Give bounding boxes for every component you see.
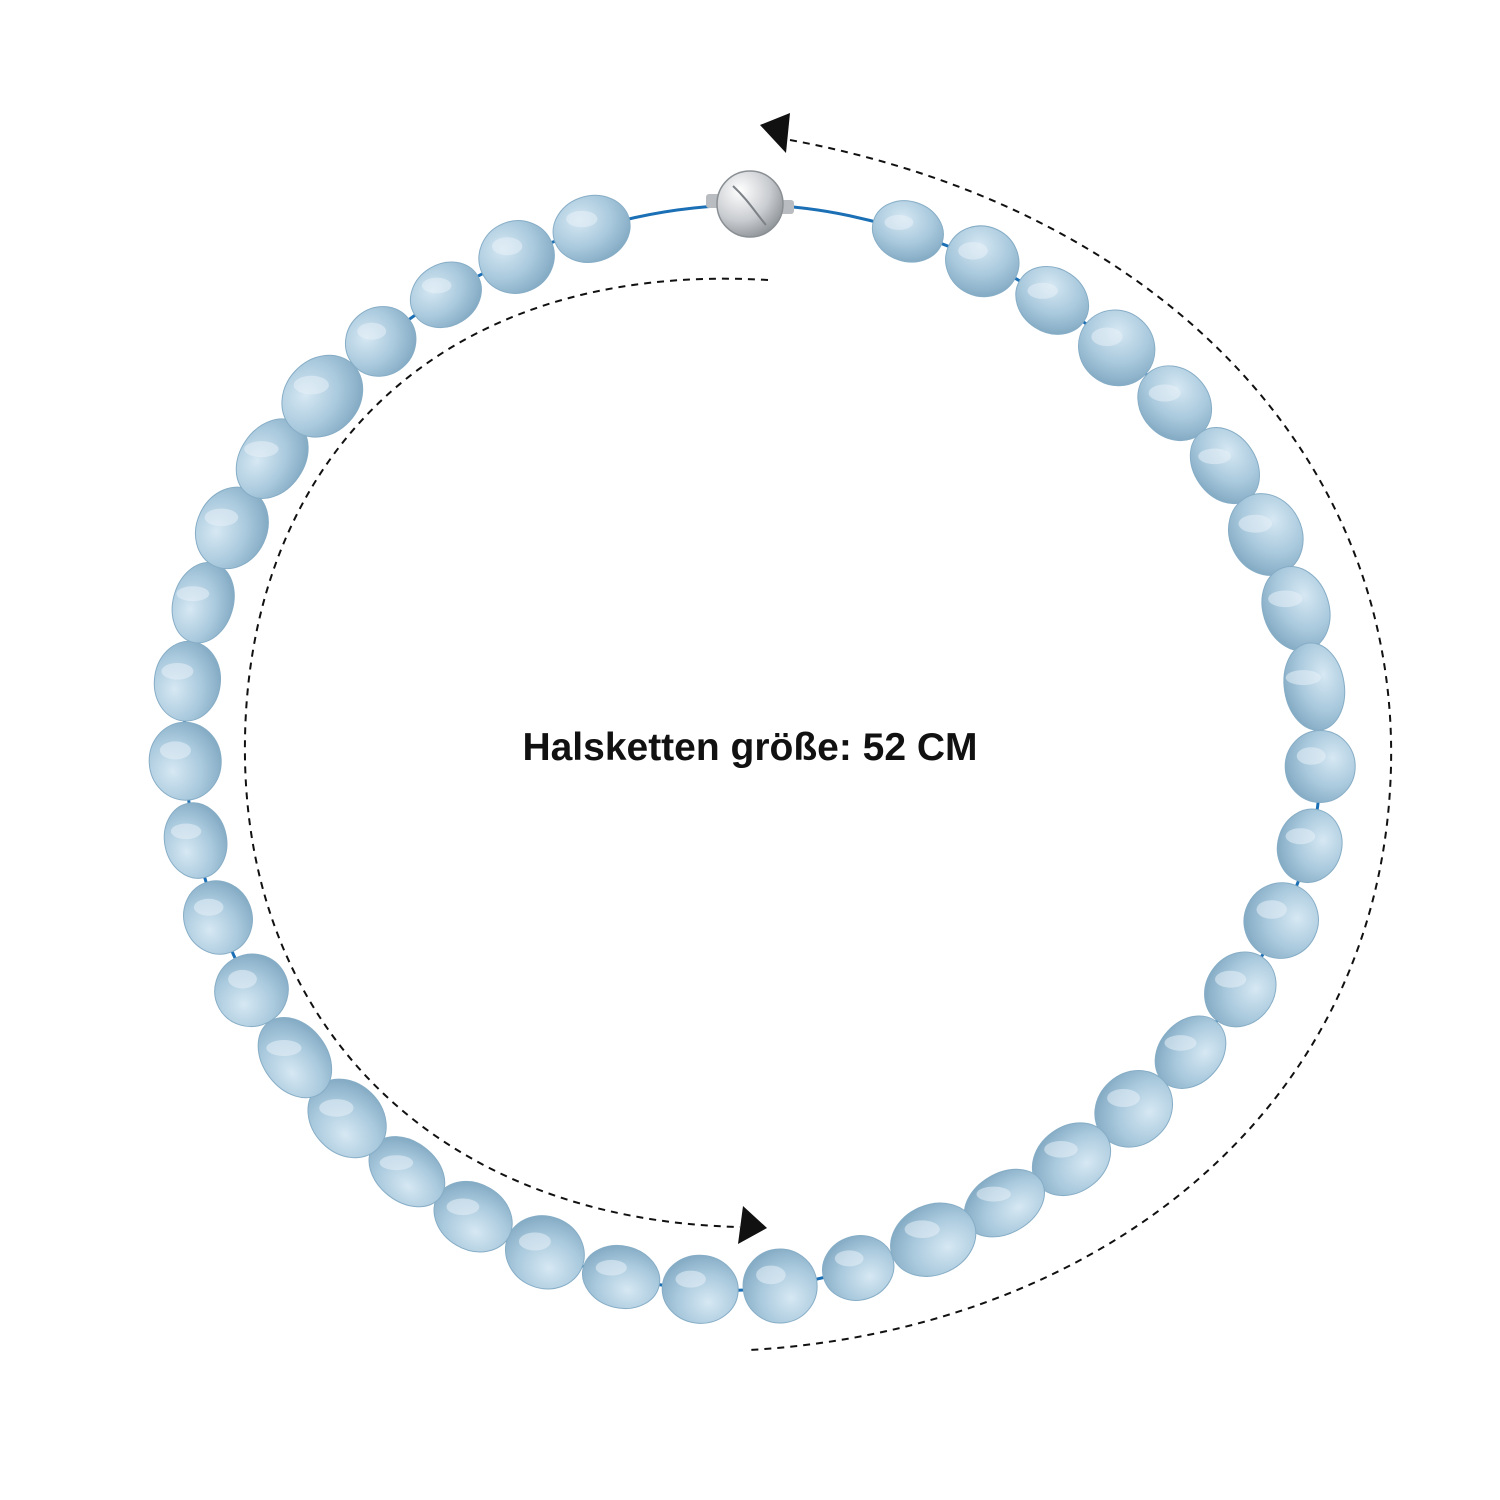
bead-highlight bbox=[595, 1259, 627, 1276]
magnetic-clasp-icon bbox=[706, 170, 794, 238]
bead-highlight bbox=[1027, 282, 1058, 299]
inner-measure-arc bbox=[243, 277, 769, 1228]
bead-highlight bbox=[1285, 828, 1316, 845]
aquamarine-bead bbox=[148, 721, 222, 801]
arrowhead-left-icon bbox=[760, 113, 790, 153]
bead-highlight bbox=[518, 1232, 551, 1251]
aquamarine-bead bbox=[945, 225, 1020, 298]
necklace-size-label: Halsketten größe: 52 CM bbox=[522, 726, 977, 769]
bead-highlight bbox=[1164, 1035, 1197, 1051]
bead-highlight bbox=[421, 277, 452, 294]
bead-highlight bbox=[379, 1155, 414, 1171]
bead-highlight bbox=[1238, 514, 1273, 533]
bead-highlight bbox=[675, 1270, 706, 1288]
bead-highlight bbox=[161, 663, 194, 680]
bead-highlight bbox=[159, 741, 191, 760]
bead-highlight bbox=[566, 210, 598, 228]
bead-highlight bbox=[293, 375, 329, 395]
bead-highlight bbox=[491, 237, 523, 256]
aquamarine-bead bbox=[1015, 266, 1090, 335]
bead-highlight bbox=[1148, 384, 1181, 402]
bead-highlight bbox=[204, 508, 239, 527]
aquamarine-bead bbox=[478, 220, 555, 294]
bead-highlight bbox=[228, 969, 257, 989]
bead-highlight bbox=[319, 1099, 354, 1117]
bead-highlight bbox=[904, 1220, 940, 1238]
aquamarine-bead bbox=[552, 194, 631, 263]
bead-highlight bbox=[1215, 970, 1247, 988]
bead-highlight bbox=[1107, 1089, 1140, 1107]
bead-highlight bbox=[446, 1198, 480, 1216]
bead-highlight bbox=[1268, 590, 1303, 608]
aquamarine-bead bbox=[582, 1244, 661, 1310]
bead-highlight bbox=[266, 1040, 302, 1056]
aquamarine-bead bbox=[163, 802, 228, 879]
aquamarine-bead bbox=[1078, 309, 1156, 387]
bead-highlight bbox=[958, 242, 988, 260]
aquamarine-bead bbox=[1204, 951, 1277, 1028]
bead-highlight bbox=[357, 322, 387, 340]
aquamarine-bead bbox=[344, 306, 417, 377]
aquamarine-bead bbox=[1276, 808, 1343, 883]
aquamarine-bead bbox=[409, 261, 482, 329]
aquamarine-bead bbox=[742, 1248, 818, 1324]
bead-highlight bbox=[1091, 327, 1123, 347]
bead-highlight bbox=[1296, 747, 1326, 765]
bead-highlight bbox=[170, 823, 202, 840]
bead-highlight bbox=[1044, 1141, 1078, 1158]
bead-highlight bbox=[1256, 900, 1287, 919]
bead-highlight bbox=[884, 214, 914, 230]
bead-highlight bbox=[1285, 670, 1321, 686]
bead-highlight bbox=[756, 1265, 786, 1285]
bead-strand bbox=[148, 194, 1356, 1324]
bead-highlight bbox=[1198, 448, 1231, 465]
aquamarine-bead bbox=[822, 1235, 895, 1301]
aquamarine-bead bbox=[871, 200, 944, 263]
aquamarine-bead bbox=[1243, 882, 1319, 959]
aquamarine-bead bbox=[661, 1254, 739, 1324]
bead-highlight bbox=[244, 441, 279, 458]
arrowhead-right-icon bbox=[738, 1206, 767, 1244]
outer-measure-arc bbox=[749, 139, 1393, 1351]
aquamarine-bead bbox=[183, 880, 253, 955]
bead-highlight bbox=[176, 586, 210, 602]
bead-highlight bbox=[976, 1186, 1011, 1202]
bead-highlight bbox=[834, 1250, 864, 1267]
aquamarine-bead bbox=[1284, 730, 1356, 803]
bead-highlight bbox=[193, 898, 224, 916]
